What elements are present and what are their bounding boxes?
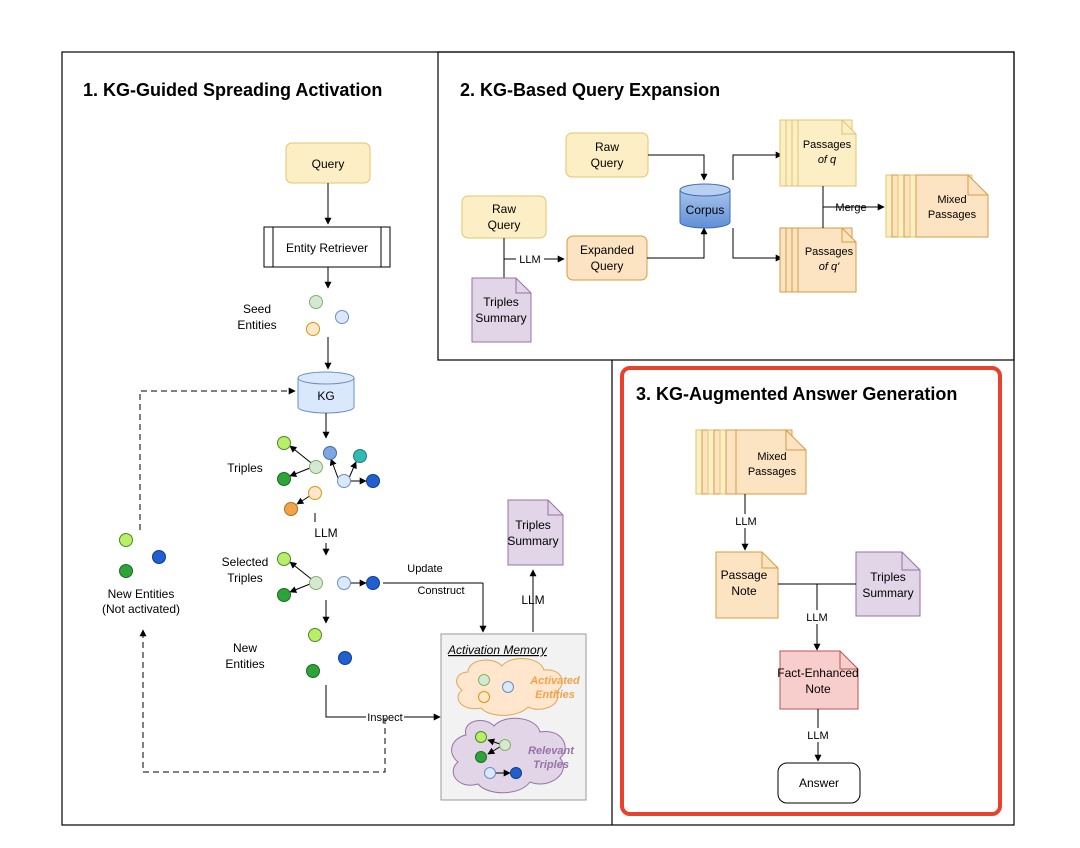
new-entities-left-label-1: New Entities bbox=[108, 587, 175, 601]
corpus-cylinder bbox=[679, 183, 731, 229]
construct-label: Construct bbox=[417, 585, 464, 597]
relevant-triples-label-2: Triples bbox=[533, 759, 569, 771]
answer-box bbox=[777, 762, 861, 804]
triples-graph bbox=[277, 436, 380, 516]
passages-q-label-2: of q bbox=[818, 154, 837, 166]
relevant-triples-cloud bbox=[451, 717, 566, 794]
panel-2-mixed-passages-label-2: Passages bbox=[928, 209, 977, 221]
triples-summary-doc bbox=[471, 277, 532, 343]
answer-label: Answer bbox=[799, 776, 839, 790]
selected-triples-label-1: Selected bbox=[222, 555, 269, 569]
panel-1: 1. KG-Guided Spreading Activation Query … bbox=[83, 80, 587, 801]
update-label: Update bbox=[407, 563, 442, 575]
passage-note-label-2: Note bbox=[731, 584, 757, 598]
panel-3-mixed-passages-label-2: Passages bbox=[748, 466, 797, 478]
panel-3-mixed-passages-label-1: Mixed bbox=[757, 451, 786, 463]
panel-3-title: 3. KG-Augmented Answer Generation bbox=[636, 384, 957, 404]
inactive-entity-node bbox=[119, 564, 133, 578]
passages-q-label-1: Passages bbox=[803, 139, 852, 151]
panel-2-triples-summary-label-2: Summary bbox=[475, 311, 526, 325]
mixed-passages-stack bbox=[885, 174, 989, 238]
kg-label: KG bbox=[317, 389, 334, 403]
raw-query-left-label-2: Query bbox=[488, 218, 521, 232]
inactive-entity-node bbox=[119, 533, 133, 547]
expanded-query-label-2: Query bbox=[591, 259, 624, 273]
new-entity-node bbox=[338, 651, 352, 665]
panel-3-llm-label-1: LLM bbox=[735, 516, 756, 528]
activated-entities-label-2: Entities bbox=[535, 689, 575, 701]
highlight-border bbox=[620, 366, 1002, 816]
new-entity-node bbox=[308, 628, 322, 642]
expanded-query-label-1: Expanded bbox=[580, 243, 634, 257]
corpus-label: Corpus bbox=[686, 203, 725, 217]
panel-frames bbox=[61, 51, 1015, 826]
activated-entities-label-1: Activated bbox=[529, 675, 580, 687]
raw-query-top-label-1: Raw bbox=[595, 140, 619, 154]
kg-cylinder bbox=[297, 371, 355, 414]
activation-memory-label: Activation Memory bbox=[447, 643, 548, 657]
raw-query-top-label-2: Query bbox=[591, 156, 624, 170]
seed-entities-label-2: Entities bbox=[237, 318, 276, 332]
llm-label-2: LLM bbox=[521, 593, 544, 607]
passages-q-prime-label-1: Passages bbox=[805, 246, 854, 258]
new-entities-left-label-2: (Not activated) bbox=[102, 602, 180, 616]
fact-enhanced-note-label-1: Fact-Enhanced bbox=[777, 666, 858, 680]
inactive-entity-node bbox=[152, 550, 166, 564]
fact-enhanced-note-label-2: Note bbox=[805, 682, 831, 696]
llm-label-1: LLM bbox=[314, 526, 337, 540]
panel-3-triples-summary-label-1: Triples bbox=[870, 570, 906, 584]
triples-summary-label-2: Summary bbox=[507, 534, 558, 548]
triples-label: Triples bbox=[227, 461, 263, 475]
selected-triples-graph bbox=[277, 552, 380, 602]
panel-2-mixed-passages-label-1: Mixed bbox=[937, 194, 966, 206]
seed-entity-node bbox=[306, 322, 320, 336]
panel-1-title: 1. KG-Guided Spreading Activation bbox=[83, 80, 382, 100]
passages-q-prime-stack bbox=[779, 227, 857, 293]
fact-enhanced-note-doc bbox=[779, 650, 859, 710]
passages-q-prime-label-2: of q' bbox=[819, 261, 840, 273]
panel-3-llm-label-3: LLM bbox=[807, 730, 828, 742]
merge-label: Merge bbox=[835, 202, 866, 214]
triples-summary-doc bbox=[507, 499, 564, 566]
passages-q-stack bbox=[779, 119, 857, 187]
panel-3-triples-summary-doc bbox=[855, 551, 921, 617]
new-entity-node bbox=[306, 664, 320, 678]
panel-3-llm-label-2: LLM bbox=[806, 612, 827, 624]
passage-note-label-1: Passage bbox=[721, 568, 768, 582]
entity-retriever-box bbox=[263, 226, 391, 268]
activated-entities-cloud bbox=[456, 658, 563, 716]
panel-2: 2. KG-Based Query Expansion Raw Query Ra… bbox=[460, 80, 989, 343]
seed-entities-label-1: Seed bbox=[243, 302, 271, 316]
panel-3-triples-summary-label-2: Summary bbox=[862, 586, 913, 600]
panel-2-llm-label: LLM bbox=[519, 254, 540, 266]
panel-3-mixed-passages-stack bbox=[695, 429, 807, 495]
triples-summary-label-1: Triples bbox=[515, 518, 551, 532]
panel-2-triples-summary-label-1: Triples bbox=[483, 295, 519, 309]
raw-query-left-label-1: Raw bbox=[492, 202, 516, 216]
panel-3: 3. KG-Augmented Answer Generation Mixed … bbox=[636, 384, 957, 804]
seed-entity-node bbox=[309, 295, 323, 309]
selected-triples-label-2: Triples bbox=[227, 571, 263, 585]
relevant-triples-label-1: Relevant bbox=[528, 745, 575, 757]
seed-entity-node bbox=[335, 310, 349, 324]
new-entities-label-1: New bbox=[233, 641, 257, 655]
query-label: Query bbox=[312, 157, 345, 171]
entity-retriever-label: Entity Retriever bbox=[286, 241, 368, 255]
new-entities-label-2: Entities bbox=[225, 657, 264, 671]
panel-2-title: 2. KG-Based Query Expansion bbox=[460, 80, 720, 100]
